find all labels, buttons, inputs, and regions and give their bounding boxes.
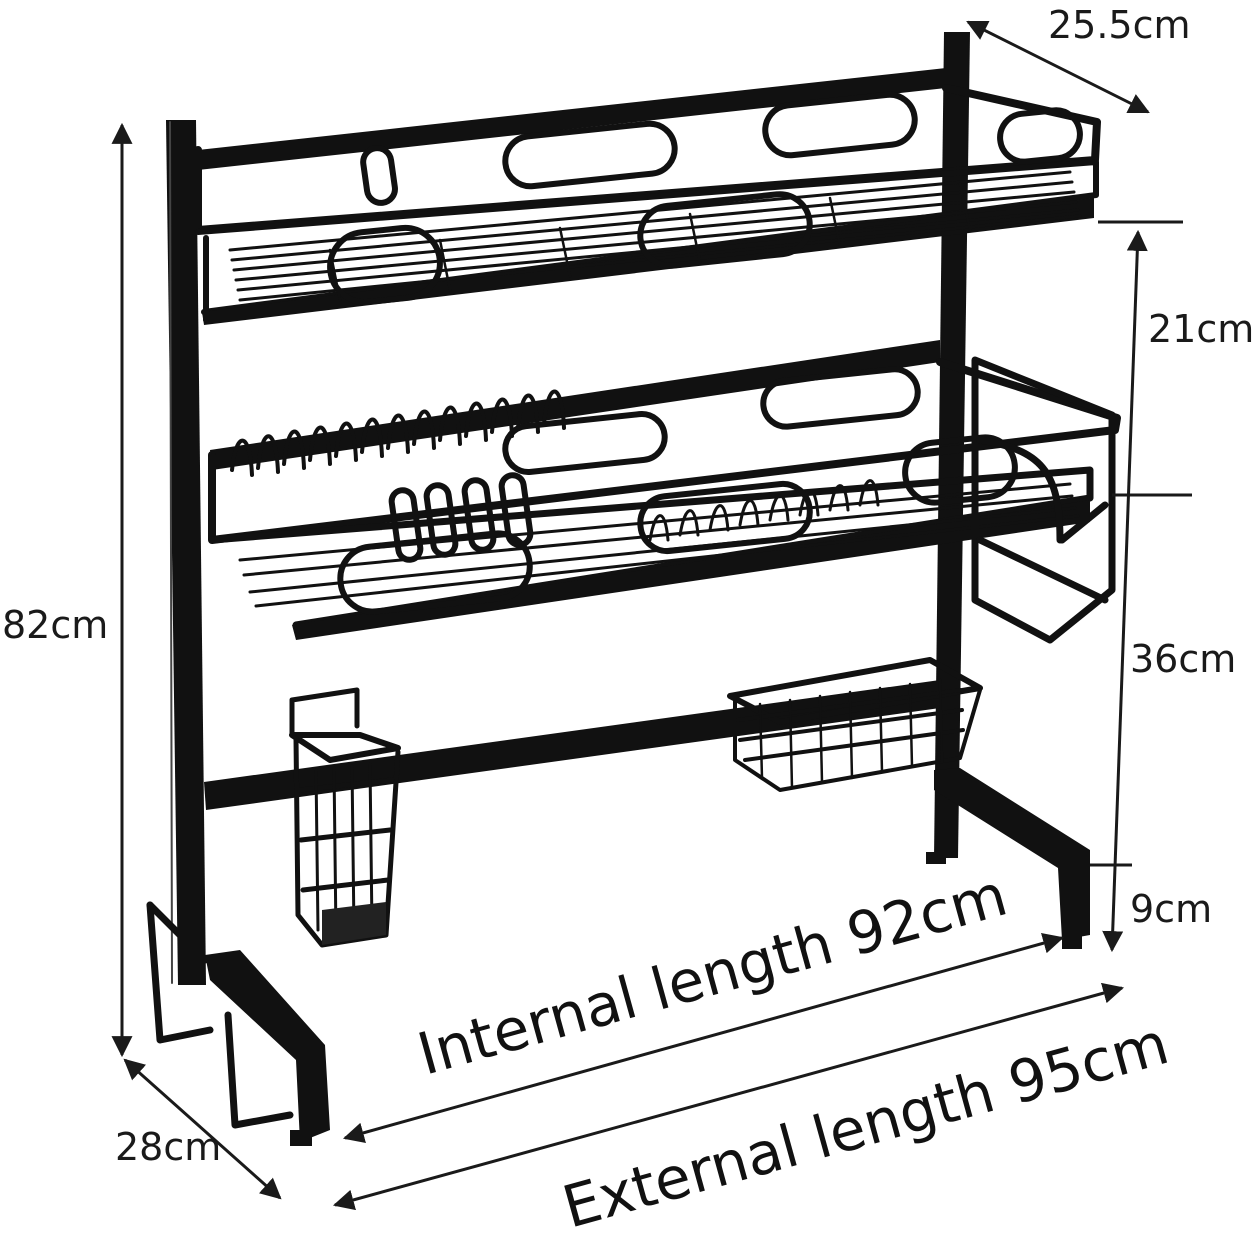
middle-gap-label: 36cm (1130, 637, 1236, 681)
total-height-label: 82cm (2, 603, 108, 647)
right-base-foot (926, 768, 1090, 949)
internal-length-label: Internal length 92cm (411, 861, 1015, 1089)
middle-shelf (208, 340, 1121, 644)
left-front-post (166, 120, 206, 985)
depth-top-label: 25.5cm (1048, 3, 1191, 47)
depth-base-arrow (123, 1058, 282, 1200)
dimension-lines (111, 20, 1192, 1211)
left-base-foot (146, 901, 330, 1146)
right-height-arrow (1102, 229, 1148, 953)
top-shelf (194, 68, 1101, 325)
leg-height-label: 9cm (1130, 887, 1212, 931)
external-length-arrow (332, 982, 1125, 1211)
depth-top-arrow (966, 20, 1150, 114)
depth-base-label: 28cm (115, 1125, 221, 1169)
right-back-post (934, 32, 970, 858)
hanging-basket (727, 657, 983, 792)
top-gap-label: 21cm (1148, 307, 1252, 351)
utensil-holder (289, 687, 401, 948)
external-length-label: External length 95cm (556, 1009, 1176, 1236)
dish-rack-illustration (146, 32, 1121, 1146)
